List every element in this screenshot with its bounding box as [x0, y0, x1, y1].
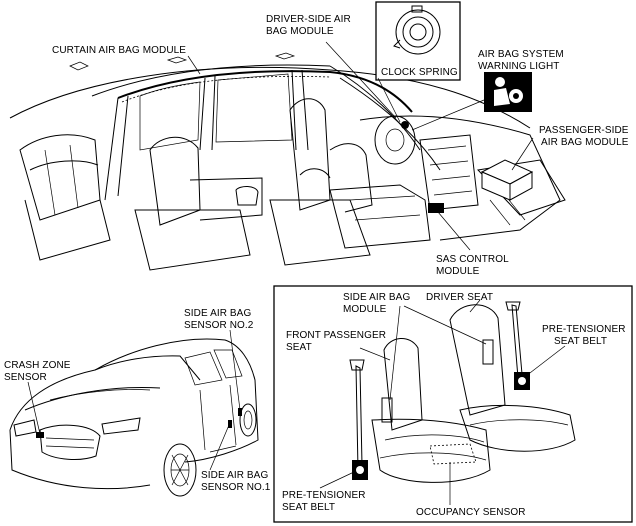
driver-airbag-label-1: DRIVER-SIDE AIR — [266, 14, 351, 25]
passenger-airbag-label-1: PASSENGER-SIDE — [539, 125, 629, 136]
curtain-airbag-label: CURTAIN AIR BAG MODULE — [52, 45, 186, 56]
passenger-airbag-label-2: AIR BAG MODULE — [541, 137, 629, 148]
clock-spring-inset: CLOCK SPRING — [375, 1, 461, 81]
pretensioner-left-label-1: PRE-TENSIONER — [282, 490, 366, 501]
top-leader-lines — [187, 41, 534, 251]
curtain-airbag-rail — [117, 70, 413, 113]
side-sensor1-label-1: SIDE AIR BAG — [201, 470, 268, 481]
front-passenger-label-1: FRONT PASSENGER — [286, 330, 386, 341]
pretensioner-right-label-2: SEAT BELT — [554, 336, 607, 347]
side-sensor1-label-2: SENSOR NO.1 — [201, 482, 271, 493]
crash-zone-label-1: CRASH ZONE — [4, 360, 71, 371]
warning-light-label-1: AIR BAG SYSTEM — [478, 49, 564, 60]
clock-spring-label: CLOCK SPRING — [381, 67, 458, 78]
warning-light-label-2: WARNING LIGHT — [478, 61, 560, 72]
side-sensor2-label-2: SENSOR NO.2 — [184, 320, 254, 331]
pretensioner-right-label-1: PRE-TENSIONER — [542, 324, 626, 335]
driver-seat-label: DRIVER SEAT — [426, 292, 493, 303]
sas-label-1: SAS CONTROL — [436, 254, 509, 265]
vehicle-exterior-illustration — [9, 338, 259, 497]
occupancy-sensor-label: OCCUPANCY SENSOR — [416, 507, 526, 518]
clock-spring-icon — [393, 5, 441, 55]
front-passenger-label-2: SEAT — [286, 342, 312, 353]
sas-control-module-block — [428, 203, 444, 213]
passenger-airbag-box — [480, 159, 534, 201]
side-module-label-1: SIDE AIR BAG — [343, 292, 410, 303]
side-sensor2-label-1: SIDE AIR BAG — [184, 308, 251, 319]
driver-airbag-label-2: BAG MODULE — [266, 26, 334, 37]
crash-zone-label-2: SENSOR — [4, 372, 47, 383]
pretensioner-left — [352, 460, 368, 480]
seats-inset — [273, 285, 633, 523]
vehicle-interior-illustration — [9, 52, 566, 271]
airbag-warning-icon — [484, 72, 532, 112]
side-module-label-2: MODULE — [343, 304, 387, 315]
pretensioner-right — [514, 372, 530, 390]
pretensioner-left-label-2: SEAT BELT — [282, 502, 335, 513]
exterior-leader-lines — [27, 329, 241, 471]
sas-label-2: MODULE — [436, 266, 480, 277]
